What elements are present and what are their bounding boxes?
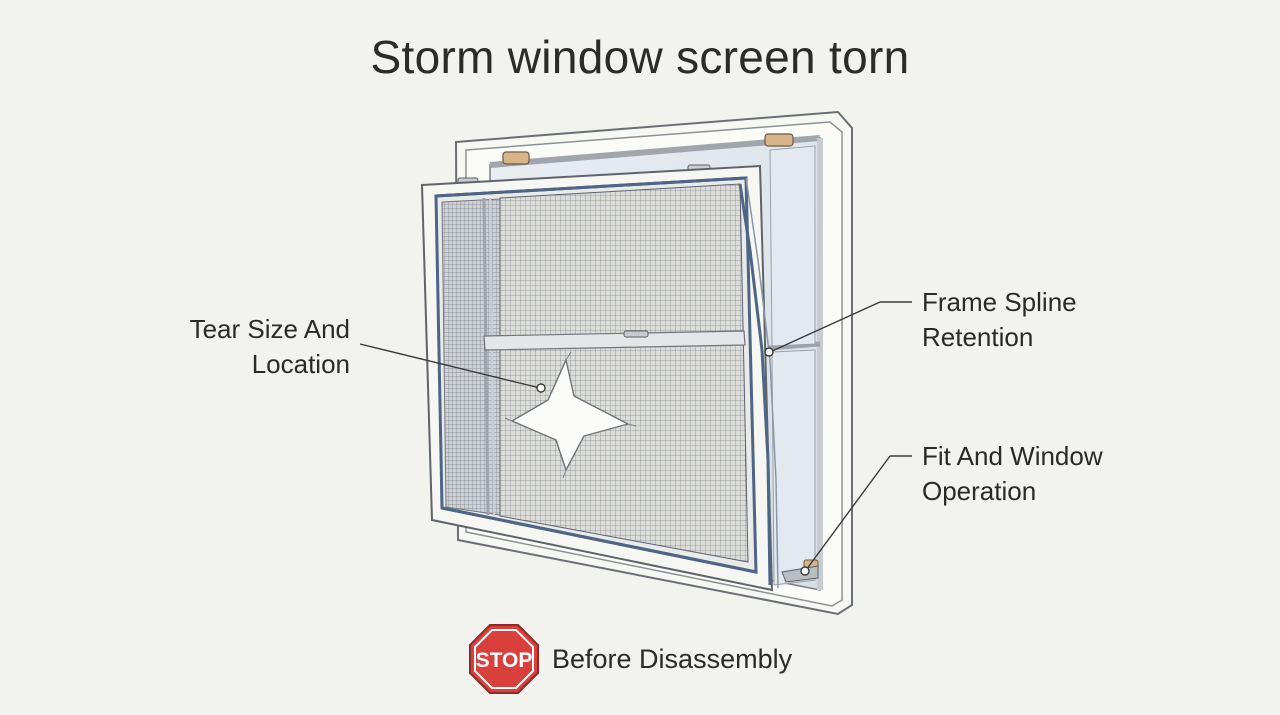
stop-sign-text: STOP (476, 649, 533, 672)
callout-fit-line2: Operation (922, 476, 1037, 506)
page-title: Storm window screen torn (370, 31, 910, 83)
callout-fit-operation: Fit And Window Operation (922, 439, 1162, 509)
screen-tear (504, 351, 637, 479)
callout-tear-line1: Tear Size And (189, 314, 350, 344)
callout-frame-spline: Frame Spline Retention (922, 285, 1142, 355)
callout-spline-line1: Frame Spline (922, 287, 1077, 317)
callout-fit-line1: Fit And Window (922, 441, 1103, 471)
stop-sign-icon: STOP (469, 624, 539, 694)
footer-label: Before Disassembly (552, 643, 793, 674)
callout-spline-line2: Retention (922, 322, 1034, 352)
screen-frame (420, 164, 779, 592)
callout-tear-line2: Location (251, 349, 350, 379)
callout-tear-size: Tear Size And Location (150, 312, 350, 382)
callout-leaders (359, 301, 912, 576)
footer-warning: STOP Before Disassembly (468, 623, 792, 695)
